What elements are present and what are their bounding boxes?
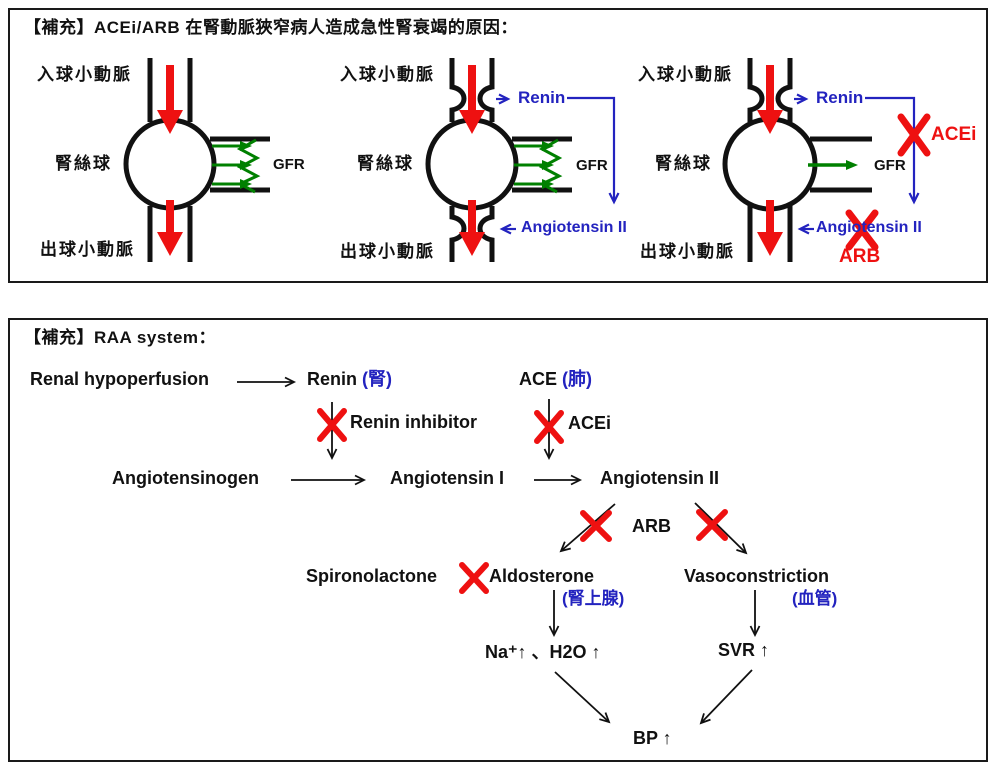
node-angiotensin1: Angiotensin I bbox=[390, 468, 504, 488]
gfr-label: GFR bbox=[874, 157, 906, 174]
gfr-label: GFR bbox=[273, 156, 305, 173]
flow-arrows bbox=[237, 376, 761, 725]
arb-x-mark-right bbox=[696, 509, 728, 541]
renin-label: Renin bbox=[816, 88, 864, 107]
efferent-arteriole-label: 出球小動脈 bbox=[340, 242, 435, 261]
vasoconstriction-organ-label: (血管) bbox=[792, 589, 838, 608]
panel-raa-system: 【補充】RAA system： Renal hypoperfusion Reni… bbox=[8, 318, 988, 762]
node-ace: ACE(肺) bbox=[519, 369, 592, 390]
node-svr: SVR ↑ bbox=[718, 640, 770, 660]
node-vasoconstriction: Vasoconstriction bbox=[684, 566, 830, 586]
glomerulus-label: 腎絲球 bbox=[55, 154, 112, 173]
node-renal-hypoperfusion: Renal hypoperfusion bbox=[30, 369, 210, 389]
node-renin-inhibitor: Renin inhibitor bbox=[350, 412, 477, 432]
acei-label: ACEi bbox=[931, 124, 977, 145]
blood-flow-arrows bbox=[157, 65, 183, 256]
glomerulus-diagrams-graphic bbox=[123, 58, 931, 262]
ace-text: ACE bbox=[519, 369, 558, 389]
efferent-vessel-dilated bbox=[747, 206, 793, 262]
acei-x-mark bbox=[897, 113, 931, 157]
renin-text: Renin bbox=[307, 369, 358, 389]
afferent-vessel bbox=[147, 58, 193, 122]
gfr-channel bbox=[210, 136, 270, 193]
arb-x-mark-left bbox=[580, 510, 612, 542]
node-arb: ARB bbox=[632, 516, 671, 536]
efferent-vessel-constricted bbox=[449, 206, 495, 262]
gfr-arrows bbox=[514, 138, 563, 194]
gfr-channel bbox=[810, 136, 872, 193]
renin-angiotensin-loop bbox=[496, 93, 620, 235]
glomerulus-label: 腎絲球 bbox=[357, 154, 414, 173]
diagram-stenosis-compensated bbox=[425, 58, 620, 262]
arb-label: ARB bbox=[839, 246, 881, 267]
angiotensin2-label: Angiotensin II bbox=[521, 219, 627, 236]
afferent-arteriole-label: 入球小動脈 bbox=[638, 65, 733, 84]
node-spironolactone: Spironolactone bbox=[306, 566, 438, 586]
panel2-title: 【補充】RAA system： bbox=[24, 328, 217, 347]
arb-x-mark bbox=[845, 209, 879, 251]
node-aldosterone: Aldosterone bbox=[489, 566, 595, 586]
panel1-title: 【補充】ACEi/ARB 在腎動脈狹窄病人造成急性腎衰竭的原因： bbox=[24, 18, 518, 37]
acei-x-mark bbox=[534, 410, 564, 444]
spironolactone-x-mark bbox=[459, 562, 489, 594]
node-angiotensin2: Angiotensin II bbox=[600, 468, 719, 488]
panel-acei-arb-renal-failure: 【補充】ACEi/ARB 在腎動脈狹窄病人造成急性腎衰竭的原因： 入球小動脈 腎… bbox=[8, 8, 988, 283]
efferent-arteriole-label: 出球小動脈 bbox=[640, 242, 735, 261]
raa-flowchart-graphic bbox=[237, 376, 761, 725]
angiotensin2-label: Angiotensin II bbox=[816, 219, 922, 236]
gfr-label: GFR bbox=[576, 157, 608, 174]
diagram-normal bbox=[123, 58, 270, 262]
glomerulus-label: 腎絲球 bbox=[655, 154, 712, 173]
afferent-arteriole-label: 入球小動脈 bbox=[37, 65, 132, 84]
gfr-arrows bbox=[212, 138, 261, 194]
blood-flow-arrows bbox=[757, 65, 783, 256]
ace-organ-text: (肺) bbox=[562, 369, 593, 389]
afferent-arteriole-label: 入球小動脈 bbox=[340, 65, 435, 84]
gfr-channel bbox=[512, 136, 572, 193]
node-na-h2o: Na⁺↑ 、H2O ↑ bbox=[485, 642, 601, 662]
renin-label: Renin bbox=[518, 88, 566, 107]
node-angiotensinogen: Angiotensinogen bbox=[112, 468, 259, 488]
efferent-arteriole-label: 出球小動脈 bbox=[40, 240, 135, 259]
node-acei: ACEi bbox=[568, 413, 612, 433]
node-renin: Renin(腎) bbox=[307, 369, 392, 390]
afferent-vessel-stenosed bbox=[449, 58, 495, 122]
aldosterone-organ-label: (腎上腺) bbox=[562, 589, 625, 608]
afferent-vessel-stenosed bbox=[747, 58, 793, 122]
renin-organ-text: (腎) bbox=[362, 369, 393, 389]
node-bp: BP ↑ bbox=[633, 728, 672, 748]
diagram-stenosis-blocked bbox=[722, 58, 931, 262]
renin-angiotensin-loop bbox=[794, 93, 920, 235]
blood-flow-arrows bbox=[459, 65, 485, 256]
renin-inhibitor-x-mark bbox=[317, 408, 347, 442]
efferent-vessel bbox=[147, 206, 193, 262]
